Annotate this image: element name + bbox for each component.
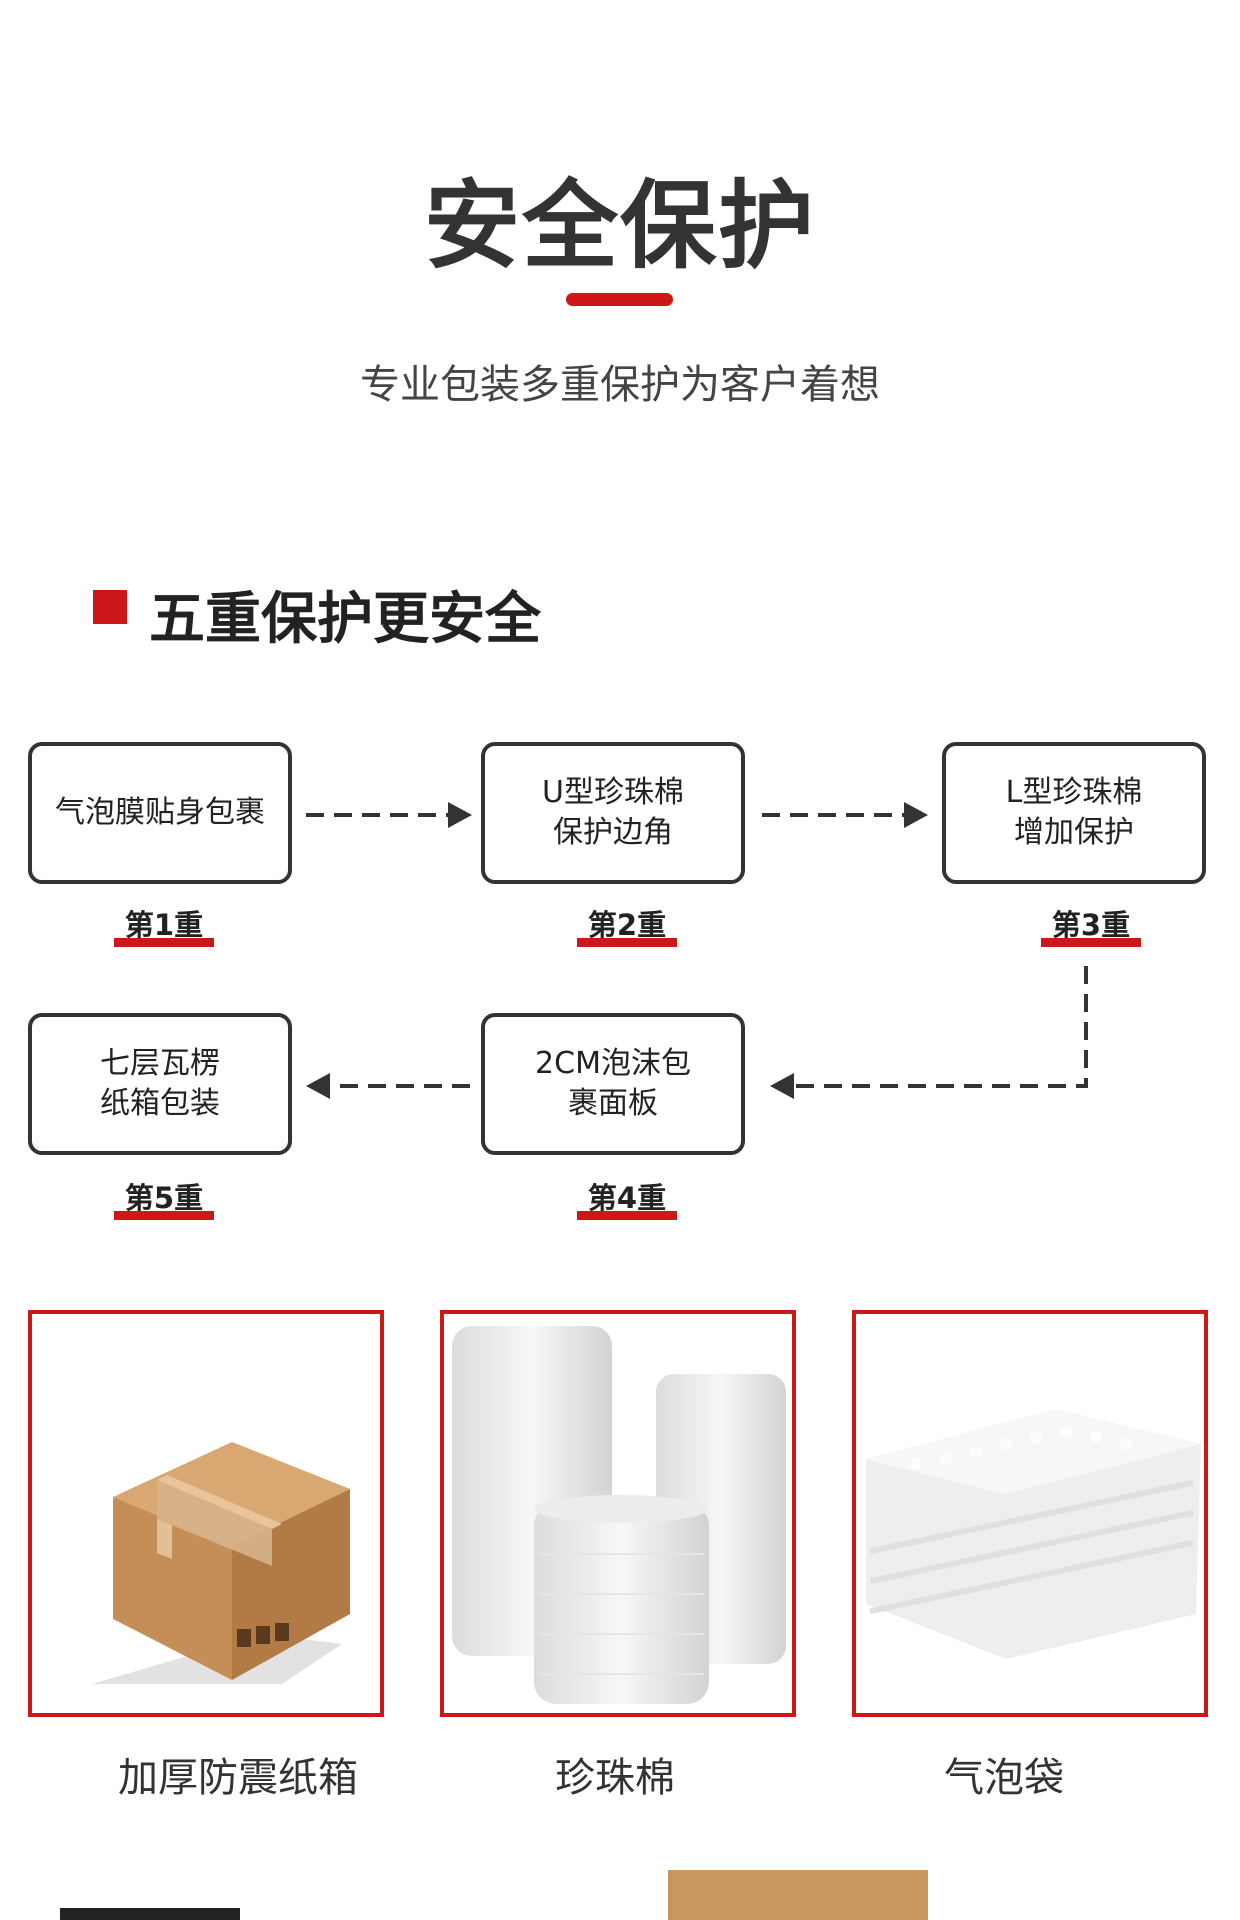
pearl-foam-rolls-icon [444,1314,792,1713]
arrow-head-left-icon [306,1073,330,1099]
bubble-bags-icon [856,1314,1204,1713]
material-photo-foam [440,1310,796,1717]
material-photo-bubble [852,1310,1208,1717]
step-3-text-line-2: 增加保护 [1014,815,1134,850]
step-label-3: 第3重 [1041,907,1141,947]
step-2-text-line-1: U型珍珠棉 [542,775,684,810]
cardboard-box-icon [32,1314,380,1713]
step-3-text-line-1: L型珍珠棉 [1005,775,1143,810]
material-photo-box [28,1310,384,1717]
step-5-text-line-2: 纸箱包装 [100,1086,220,1121]
arrow-head-left-icon [770,1073,794,1099]
section-marker-icon [93,590,127,624]
material-caption-foam: 珍珠棉 [555,1755,675,1801]
step-box-4: 2CM泡沫包 裹面板 [481,1013,745,1155]
step-box-1: 气泡膜贴身包裹 [28,742,292,884]
arrow-head-right-icon [904,802,928,828]
step-label-1: 第1重 [114,907,214,947]
flow-arrows [306,802,1088,1099]
step-label-2: 第2重 [577,907,677,947]
title-underline [566,293,673,306]
page-title: 安全保护 [424,170,816,282]
step-box-2: U型珍珠棉 保护边角 [481,742,745,884]
next-section-title-partial [60,1908,240,1920]
arrow-head-right-icon [448,802,472,828]
step-1-text: 气泡膜贴身包裹 [55,795,265,830]
page-subtitle: 专业包装多重保护为客户着想 [360,362,880,408]
step-box-5: 七层瓦楞 纸箱包装 [28,1013,292,1155]
section-title: 五重保护更安全 [149,587,541,652]
next-section-box-photo [668,1870,928,1920]
step-box-3: L型珍珠棉 增加保护 [942,742,1206,884]
material-caption-bubble: 气泡袋 [944,1755,1064,1801]
material-caption-box: 加厚防震纸箱 [118,1755,358,1801]
arrow-line-3-4 [790,966,1088,1088]
step-4-text-line-1: 2CM泡沫包 [535,1046,691,1081]
step-4-text-line-2: 裹面板 [567,1086,658,1121]
step-5-text-line-1: 七层瓦楞 [100,1046,220,1081]
step-label-4: 第4重 [577,1180,677,1220]
step-label-5: 第5重 [114,1180,214,1220]
step-2-text-line-2: 保护边角 [553,815,673,850]
